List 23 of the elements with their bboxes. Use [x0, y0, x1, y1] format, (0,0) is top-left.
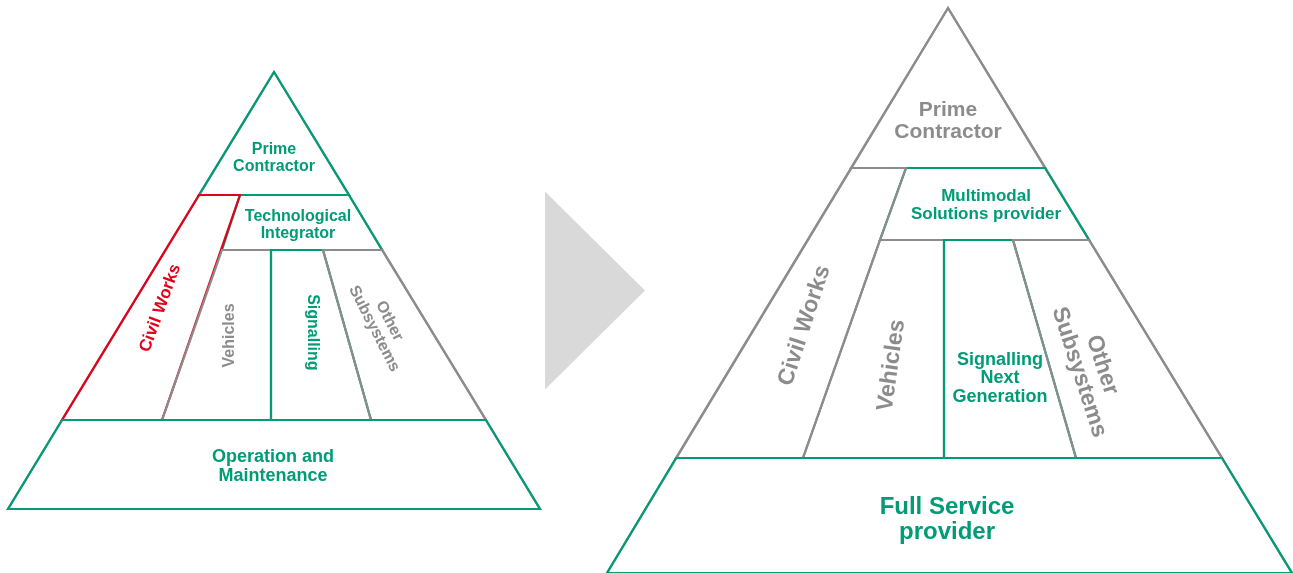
segment-label: Multimodal Solutions provider	[909, 187, 1063, 223]
segment-label: Full Service provider	[878, 493, 1016, 544]
chevron-arrow	[545, 191, 645, 390]
pyramid-outline	[8, 72, 540, 509]
pyramid-segment	[676, 168, 906, 458]
pyramid-segment	[607, 458, 1292, 573]
segment-label: Vehicles	[869, 316, 911, 415]
segment-label: Signalling	[304, 292, 322, 373]
pyramid-segment	[851, 8, 1045, 168]
segment-label: Signalling Next Generation	[951, 349, 1049, 407]
pyramid-segment	[323, 250, 486, 420]
segment-label: Operation and Maintenance	[211, 447, 335, 485]
pyramid-segment	[222, 195, 382, 250]
pyramid-segment	[8, 420, 540, 509]
segment-label: Civil Works	[133, 260, 186, 357]
segment-label: Vehicles	[220, 301, 238, 370]
pyramid-segment	[199, 72, 349, 195]
segment-label: Prime Contractor	[893, 98, 1003, 143]
pyramid-outline	[607, 8, 1292, 573]
pyramid-segment	[62, 195, 240, 420]
segment-label: Technological Integrator	[243, 208, 353, 242]
segment-label: Prime Contractor	[232, 141, 316, 175]
segment-label: Civil Works	[770, 260, 836, 391]
